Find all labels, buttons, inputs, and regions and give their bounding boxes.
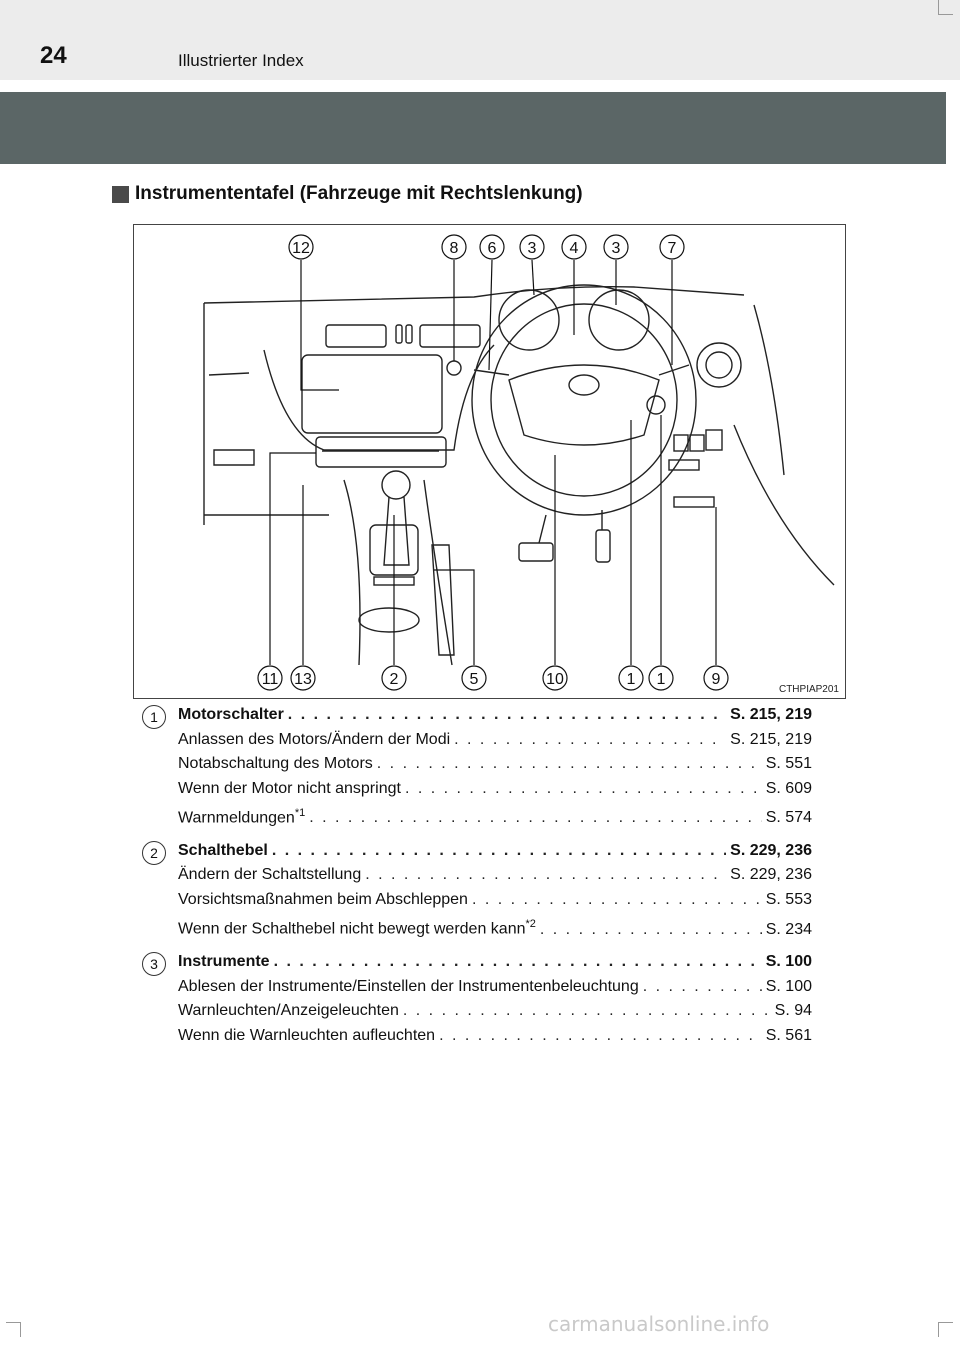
- callout-label: 12: [292, 240, 310, 257]
- page-ref[interactable]: S. 229, 236: [730, 866, 812, 884]
- index-entry: 3 Instrumente S. 100 Ablesen der Instrume…: [142, 950, 812, 1048]
- entry-main-line: Instrumente S. 100: [178, 950, 812, 975]
- entry-sub-line: Wenn der Schalthebel nicht bewegt werden…: [178, 912, 812, 942]
- callout-label: 3: [528, 240, 537, 257]
- section-band: [0, 92, 946, 164]
- sub-label: Wenn der Motor nicht anspringt: [178, 779, 401, 797]
- callout-label: 6: [488, 240, 497, 257]
- callout-label: 8: [450, 240, 459, 257]
- sub-label: Anlassen des Motors/Ändern der Modi: [178, 730, 451, 748]
- sub-label: Wenn die Warnleuchten aufleuchten: [178, 1026, 436, 1044]
- sub-label: Vorsichtsmaßnahmen beim Abschleppen: [178, 890, 468, 908]
- footnote-marker: *1: [294, 807, 306, 819]
- page-ref[interactable]: S. 574: [765, 809, 812, 827]
- crop-mark: [938, 1322, 953, 1337]
- entry-main-line: Motorschalter S. 215, 219: [178, 703, 812, 728]
- entry-sub-line: Wenn die Warnleuchten aufleuchten S. 561: [178, 1024, 812, 1049]
- sub-label: Warnmeldungen: [178, 809, 295, 827]
- entry-title: Instrumente: [178, 953, 270, 971]
- entry-main-line: Schalthebel S. 229, 236: [178, 839, 812, 864]
- entry-sub-line: Notabschaltung des Motors S. 551: [178, 752, 812, 777]
- bottom-callouts: 11 13 2 5 10 1 1 9: [257, 665, 729, 691]
- entry-sub-line: Vorsichtsmaßnahmen beim Abschleppen S. 55…: [178, 888, 812, 913]
- page-ref[interactable]: S. 215, 219: [730, 706, 812, 723]
- entry-title: Motorschalter: [178, 706, 284, 723]
- crop-mark: [6, 1322, 21, 1337]
- callout-label: 4: [570, 240, 579, 257]
- page-ref[interactable]: S. 94: [774, 1002, 812, 1020]
- square-bullet-icon: [112, 185, 129, 203]
- watermark: carmanualsonline.info: [548, 1312, 770, 1336]
- page-number: 24: [40, 42, 67, 69]
- footnote-marker: *2: [525, 918, 536, 931]
- entry-number-badge: 1: [142, 705, 166, 729]
- callout-label: 2: [390, 671, 399, 688]
- running-header: Illustrierter Index: [178, 51, 304, 70]
- sub-label: Ablesen der Instrumente/Einstellen der I…: [178, 977, 639, 995]
- index-entry: 2 Schalthebel S. 229, 236 Ändern der Scha…: [142, 839, 812, 942]
- sub-label: Notabschaltung des Motors: [178, 755, 373, 772]
- entry-sub-line: Wenn der Motor nicht anspringt S. 609: [178, 777, 812, 802]
- entry-sub-line: Ändern der Schaltstellung S. 229, 236: [178, 863, 812, 888]
- callout-label: 1: [657, 671, 666, 688]
- callout-label: 7: [668, 240, 677, 257]
- index-entries: 1 Motorschalter S. 215, 219 Anlassen des …: [142, 703, 812, 1056]
- page-ref[interactable]: S. 229, 236: [730, 841, 812, 859]
- entry-number-badge: 3: [142, 952, 166, 977]
- sub-label: Ändern der Schaltstellung: [178, 866, 362, 884]
- entry-sub-line: Warnleuchten/Anzeigeleuchten S. 94: [178, 999, 812, 1024]
- entry-title: Schalthebel: [178, 841, 268, 859]
- callout-label: 10: [546, 671, 564, 688]
- index-entry: 1 Motorschalter S. 215, 219 Anlassen des …: [142, 703, 812, 831]
- page-ref[interactable]: S. 234: [765, 920, 812, 938]
- sub-label: Warnleuchten/Anzeigeleuchten: [178, 1002, 399, 1020]
- page-ref[interactable]: S. 609: [765, 779, 812, 797]
- callout-label: 1: [627, 671, 636, 688]
- page-ref[interactable]: S. 551: [765, 755, 812, 772]
- callout-label: 9: [712, 671, 721, 688]
- dashboard-drawing: 12 8 6 3 4 3 7 11 13 2 5 10 1 1 9: [203, 234, 835, 691]
- callout-label: 5: [470, 671, 479, 688]
- figure-code: CTHPIAP201: [778, 684, 839, 695]
- page-ref[interactable]: S. 100: [765, 977, 812, 995]
- section-heading-text: Instrumententafel (Fahrzeuge mit Rechtsl…: [135, 183, 583, 204]
- callout-label: 11: [262, 671, 279, 688]
- entry-sub-line: Anlassen des Motors/Ändern der Modi S. 21…: [178, 728, 812, 753]
- sub-label: Wenn der Schalthebel nicht bewegt werden…: [178, 920, 526, 938]
- entry-sub-line: Ablesen der Instrumente/Einstellen der I…: [178, 975, 812, 1000]
- top-callouts: 12 8 6 3 4 3 7: [288, 234, 685, 260]
- page-ref[interactable]: S. 553: [765, 890, 812, 908]
- section-heading: Instrumententafel (Fahrzeuge mit Rechtsl…: [112, 183, 583, 205]
- page-header-bar: [0, 0, 960, 80]
- entry-sub-line: Warnmeldungen*1 S. 574: [178, 801, 812, 831]
- page-ref[interactable]: S. 100: [765, 953, 812, 971]
- entry-number-badge: 2: [142, 840, 166, 865]
- callout-label: 3: [612, 240, 621, 257]
- callout-label: 13: [294, 671, 312, 688]
- page-ref[interactable]: S. 561: [765, 1026, 812, 1044]
- dashboard-illustration: 12 8 6 3 4 3 7 11 13 2 5 10 1 1 9 CTHPIA…: [133, 224, 846, 699]
- crop-mark: [938, 0, 953, 15]
- page-ref[interactable]: S. 215, 219: [730, 730, 812, 748]
